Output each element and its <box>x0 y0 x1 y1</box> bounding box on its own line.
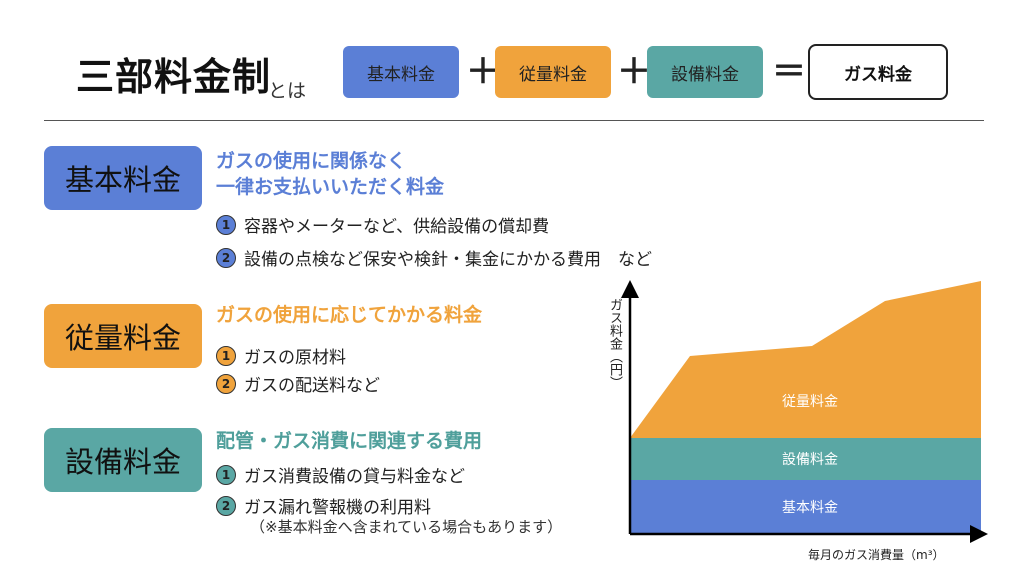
band-usage-label: 従量料金 <box>782 394 838 410</box>
section-desc-basic-line1: ガスの使用に関係なく <box>216 150 407 172</box>
list-item: 2 設備の点検など保安や検針・集金にかかる費用 など <box>216 245 652 270</box>
section-desc-basic-line2: 一律お支払いいただく料金 <box>216 176 445 198</box>
section-label-usage: 従量料金 <box>44 304 202 368</box>
formula-result-label: ガス料金 <box>844 64 912 85</box>
x-axis-arrow-icon <box>970 525 988 543</box>
list-item-text: 容器やメーターなど、供給設備の償却費 <box>244 217 550 237</box>
formula-chip-equipment: 設備料金 <box>647 46 763 98</box>
band-basic-label: 基本料金 <box>782 499 838 516</box>
equals-operator: ＝ <box>772 52 806 92</box>
formula-chip-equipment-label: 設備料金 <box>671 64 739 85</box>
plus-operator: ＋ <box>466 52 500 92</box>
list-item-text: ガスの原材料 <box>244 348 346 368</box>
page-title: 三部料金制 <box>76 55 272 99</box>
section-label-usage-text: 従量料金 <box>64 321 181 355</box>
formula-chip-usage: 従量料金 <box>495 46 611 98</box>
section-desc-equipment: 配管・ガス消費に関連する費用 <box>216 430 483 452</box>
formula-chip-basic-label: 基本料金 <box>367 64 435 85</box>
number-badge: 2 <box>216 247 236 268</box>
band-equipment-label: 設備料金 <box>782 452 838 468</box>
formula-result: ガス料金 <box>808 44 948 100</box>
section-label-basic: 基本料金 <box>44 146 202 210</box>
page-title-suffix: とは <box>268 80 307 102</box>
number-badge: 1 <box>216 214 236 235</box>
y-axis-label: ガス料金（円） <box>607 298 622 389</box>
number-badge: 2 <box>216 373 236 394</box>
x-axis-label: 毎月のガス消費量（m³） <box>808 548 945 562</box>
number-badge: 1 <box>216 464 236 485</box>
list-item: 1 容器やメーターなど、供給設備の償却費 <box>216 212 549 237</box>
section-label-basic-text: 基本料金 <box>64 163 181 197</box>
list-item: 2 ガス漏れ警報機の利用料 <box>216 493 431 518</box>
section-desc-usage: ガスの使用に応じてかかる料金 <box>216 304 483 326</box>
list-item: 1 ガス消費設備の貸与料金など <box>216 462 465 487</box>
divider <box>44 120 984 121</box>
fee-structure-diagram: 従量料金 設備料金 基本料金 <box>621 280 988 543</box>
list-item: 2 ガスの配送料など <box>216 371 380 396</box>
section-label-equipment-text: 設備料金 <box>64 445 181 479</box>
formula-chip-basic: 基本料金 <box>343 46 459 98</box>
band-equipment <box>630 438 981 480</box>
list-item-text: ガス漏れ警報機の利用料 <box>244 498 431 518</box>
list-item-text: ガスの配送料など <box>244 376 380 396</box>
section-note-equipment: （※基本料金へ含まれている場合もあります） <box>250 518 563 536</box>
formula-chip-usage-label: 従量料金 <box>519 64 587 85</box>
list-item: 1 ガスの原材料 <box>216 343 346 368</box>
band-basic <box>630 480 981 534</box>
band-usage <box>630 281 981 438</box>
number-badge: 1 <box>216 345 236 366</box>
list-item-text: 設備の点検など保安や検針・集金にかかる費用 など <box>244 250 652 270</box>
plus-operator: ＋ <box>617 52 651 92</box>
list-item-text: ガス消費設備の貸与料金など <box>244 467 465 487</box>
number-badge: 2 <box>216 495 236 516</box>
section-desc-basic: ガスの使用に関係なく 一律お支払いいただく料金 <box>216 148 444 200</box>
y-axis-arrow-icon <box>621 280 639 298</box>
section-label-equipment: 設備料金 <box>44 428 202 492</box>
